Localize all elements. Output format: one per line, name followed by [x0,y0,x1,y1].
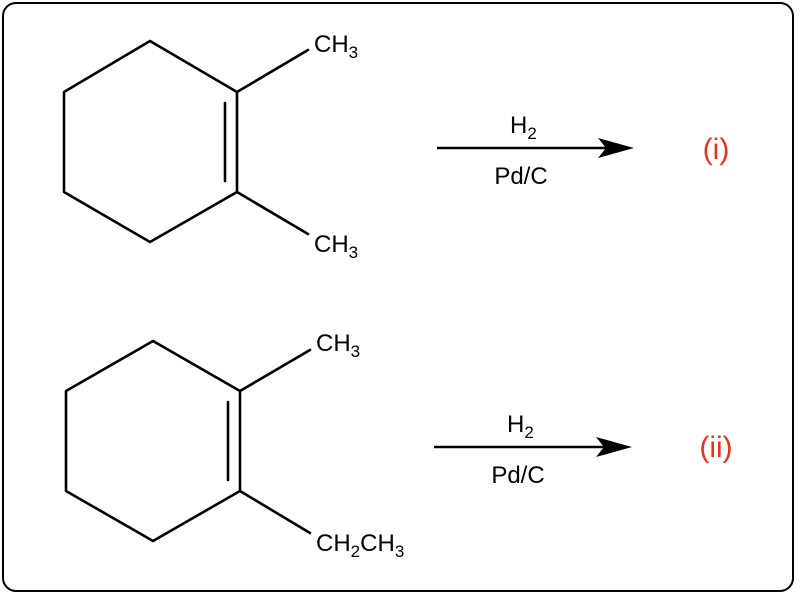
substituent-top-1: CH3 [314,31,358,62]
reaction-2: CH3 CH2CH3 H2 Pd/C (ii) [64,330,733,561]
reagent-top-1: H2 [510,112,537,143]
substituent-bottom-2: CH2CH3 [316,530,404,561]
ethyl-bond-bottom-2 [238,489,312,535]
cyclohexene-ring-1 [62,39,310,244]
substituent-bottom-1: CH3 [314,231,358,262]
reaction-1: CH3 CH3 H2 Pd/C (i) [62,31,730,262]
reagent-bottom-1: Pd/C [494,163,547,190]
reaction-arrow-2 [434,437,632,457]
product-label-2: (ii) [699,431,732,464]
substituent-top-2: CH3 [316,330,360,361]
methyl-bond-bottom-1 [235,190,310,236]
cyclohexene-ring-2 [64,339,312,543]
product-label-1: (i) [703,133,730,166]
reaction-arrow-1 [437,138,634,158]
reagent-bottom-2: Pd/C [491,462,544,489]
reagent-top-2: H2 [507,411,534,442]
diagram-frame [2,2,794,592]
methyl-bond-top-1 [235,48,310,94]
methyl-bond-top-2 [238,348,312,393]
